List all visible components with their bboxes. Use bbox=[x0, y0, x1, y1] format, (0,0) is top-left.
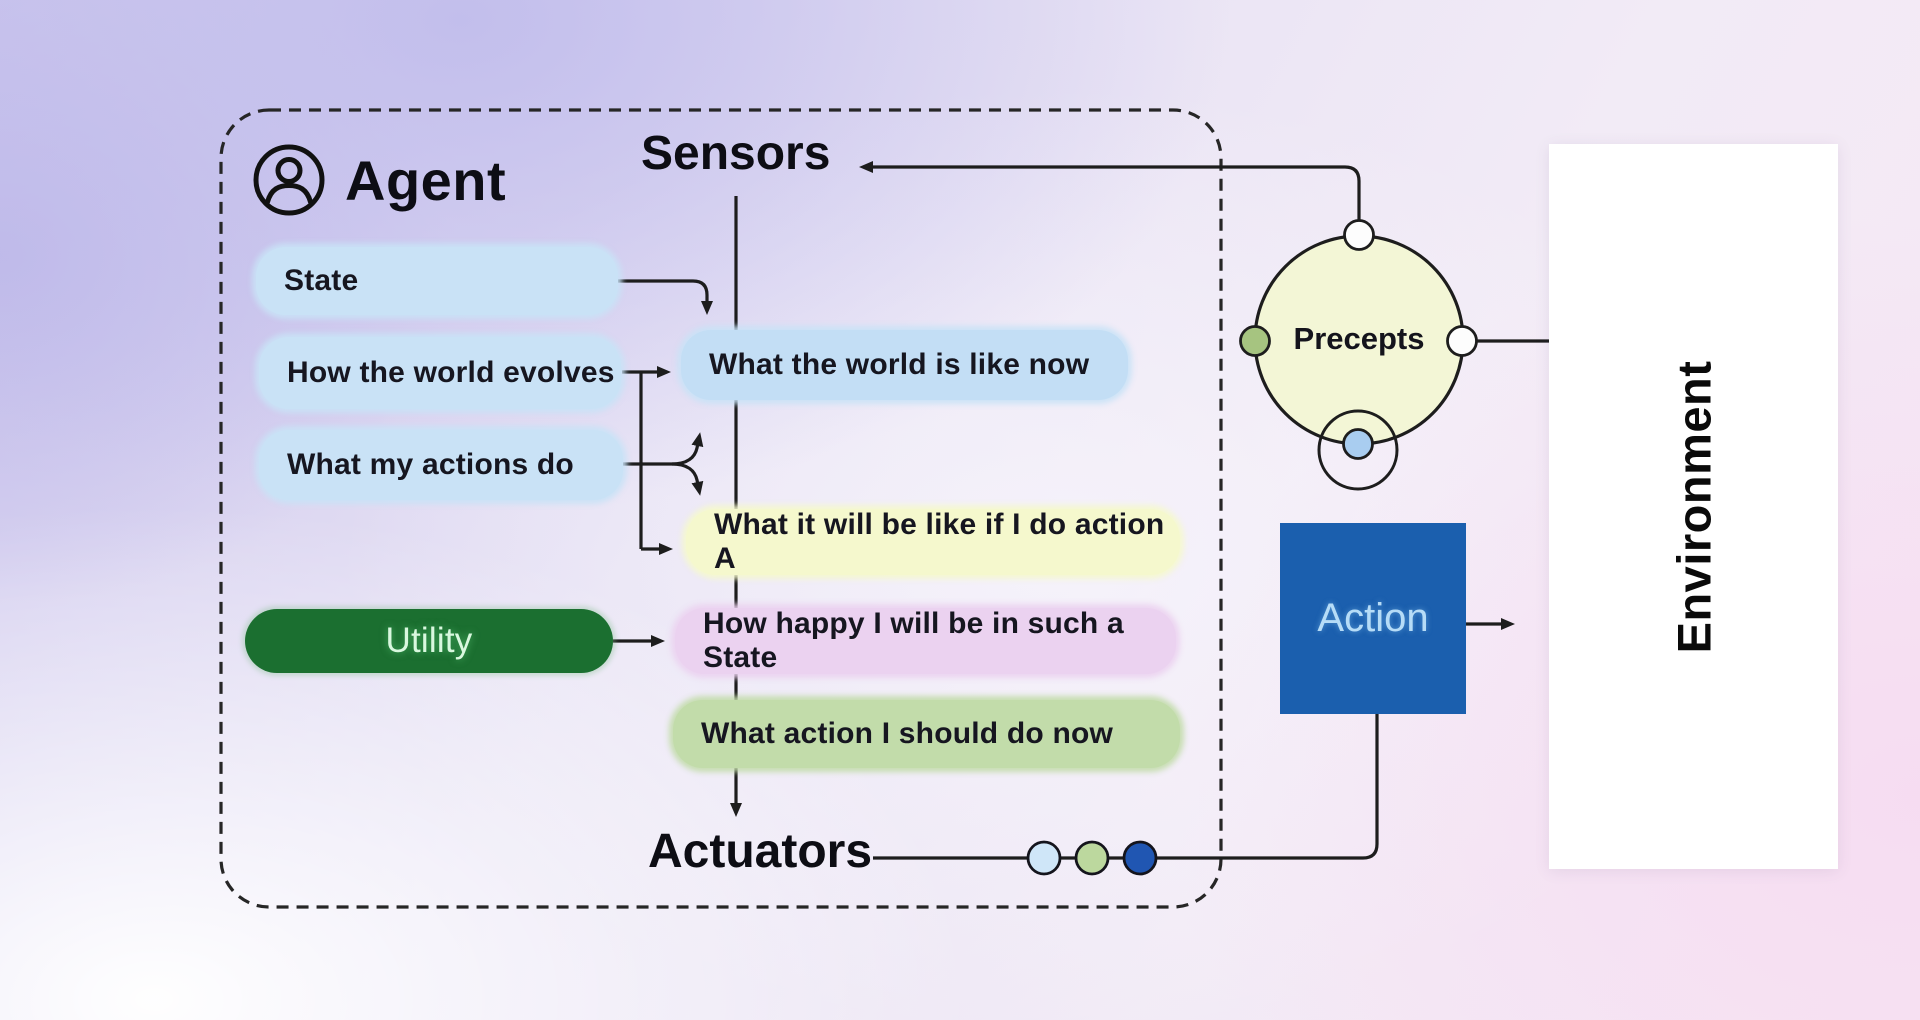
precepts-node-left bbox=[1239, 325, 1271, 357]
node-world-now-label: What the world is like now bbox=[709, 348, 1090, 381]
actions-fork-up-arrow bbox=[671, 432, 704, 466]
precepts-node-bottom bbox=[1342, 428, 1374, 460]
node-world-if-action: What it will be like if I do action A bbox=[686, 508, 1180, 575]
actuator-dot-green bbox=[1074, 840, 1110, 876]
actions-fork-down-arrow bbox=[671, 462, 704, 496]
environment-box: Environment bbox=[1549, 144, 1838, 869]
node-action-choice-label: What action I should do now bbox=[701, 717, 1114, 750]
node-happiness-label: How happy I will be in such a State bbox=[703, 607, 1124, 674]
agent-header: Agent bbox=[251, 142, 506, 218]
precepts-label: Precepts bbox=[1293, 321, 1425, 356]
precepts-wheel bbox=[1239, 219, 1478, 491]
actuator-rail-line bbox=[873, 710, 1379, 860]
node-state: State bbox=[256, 247, 618, 315]
node-utility-label: Utility bbox=[385, 621, 473, 660]
node-how-world-evolves: How the world evolves bbox=[259, 337, 621, 409]
precepts-bottom-ring bbox=[1317, 409, 1399, 491]
node-state-label: State bbox=[284, 264, 359, 297]
node-utility: Utility bbox=[245, 609, 613, 673]
environment-to-sensors-arrow bbox=[859, 161, 1361, 221]
actuator-dot-light-blue bbox=[1026, 840, 1062, 876]
environment-label: Environment bbox=[1667, 360, 1720, 653]
node-action-choice: What action I should do now bbox=[673, 700, 1180, 768]
actuator-dots bbox=[1026, 840, 1158, 876]
node-what-actions-do-label: What my actions do bbox=[287, 448, 574, 481]
node-what-actions-do: What my actions do bbox=[259, 430, 623, 500]
node-world-now: What the world is like now bbox=[681, 330, 1128, 400]
sensors-label: Sensors bbox=[641, 127, 831, 180]
actuators-label: Actuators bbox=[648, 825, 873, 878]
action-label: Action bbox=[1317, 596, 1429, 640]
node-world-if-action-label: What it will be like if I do action A bbox=[714, 508, 1165, 575]
agent-icon bbox=[251, 142, 327, 218]
state-arrow bbox=[617, 279, 713, 315]
precepts-node-right bbox=[1446, 325, 1478, 357]
precepts-node-top bbox=[1343, 219, 1375, 251]
node-happiness: How happy I will be in such a State bbox=[675, 607, 1176, 674]
agent-boundary-dashed-box bbox=[219, 108, 1223, 909]
node-how-world-evolves-label: How the world evolves bbox=[287, 356, 615, 389]
action-box: Action bbox=[1280, 523, 1466, 714]
agent-label: Agent bbox=[345, 148, 507, 212]
actuator-dot-dark-blue bbox=[1122, 840, 1158, 876]
